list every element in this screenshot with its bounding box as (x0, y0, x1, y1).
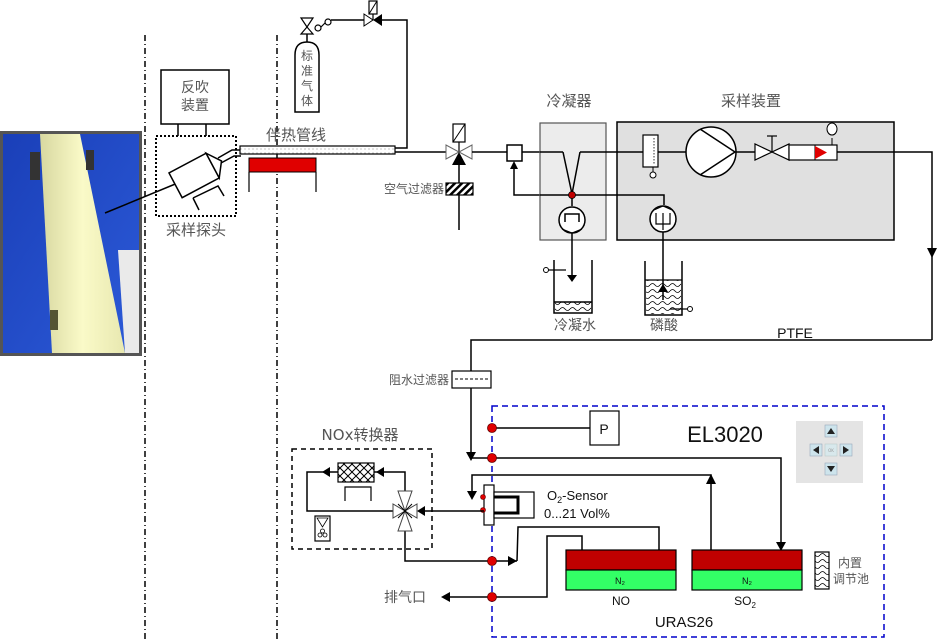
no-label: NO (612, 594, 630, 608)
three-way-valve (445, 123, 507, 230)
water-filter: 阻水过滤器 (389, 370, 492, 389)
flowmeter-icon (642, 134, 659, 168)
condenser-label: 冷凝器 (546, 92, 591, 110)
acid-beaker: 磷酸 (644, 232, 693, 334)
air-filter: 空气过滤器 (384, 181, 474, 196)
condensate-label: 冷凝水 (554, 318, 596, 334)
nox-converter: NOx转换器 (291, 426, 433, 550)
keypad-ok-label: OK (828, 448, 834, 453)
ptfe-line (470, 339, 932, 454)
catalyst-icon (337, 462, 375, 483)
builtin-cell-icon (814, 551, 830, 590)
sampling-probe: 采样探头 (155, 135, 241, 239)
no-cell: N₂ NO (565, 549, 677, 608)
el3020-title: EL3020 (687, 422, 763, 447)
flow-sensor-icon (788, 144, 838, 161)
keypad-ok-button[interactable] (824, 443, 838, 457)
heated-line-label: 伴热管线 (266, 126, 326, 144)
phosphoric-acid-label: 磷酸 (650, 318, 678, 334)
chimney-photo (0, 131, 142, 356)
arrow-up-icon (827, 428, 835, 434)
backflush-label-2: 装置 (181, 98, 209, 114)
std-gas-char-4: 体 (301, 94, 313, 108)
ozone-generator-icon (314, 515, 331, 542)
arrow-down-icon (827, 466, 835, 472)
air-filter-label: 空气过滤器 (384, 181, 444, 196)
needle-valve-icon (754, 143, 774, 161)
heated-line: 伴热管线 (239, 126, 396, 192)
uras26-label: URAS26 (655, 614, 713, 631)
std-gas-char-1: 标 (301, 49, 313, 63)
backflush-label-1: 反吹 (181, 80, 209, 96)
o2-sensor (483, 484, 495, 526)
std-gas-char-2: 准 (301, 64, 313, 78)
so2-cell: N₂ SO2 (691, 549, 803, 610)
nox-converter-label: NOx转换器 (322, 426, 399, 444)
ptfe-label: PTFE (777, 325, 813, 341)
sample-pump-icon (685, 126, 737, 178)
calibration-solenoid-valve (363, 0, 408, 149)
sampling-unit: 采样装置 (616, 92, 937, 340)
backflush-unit: 反吹 装置 (160, 69, 230, 136)
arrow-left-icon (813, 446, 819, 454)
n2-label-no: N₂ (615, 576, 625, 586)
junction-block (506, 144, 540, 196)
condensate-beaker: 冷凝水 (543, 260, 596, 334)
probe-label: 采样探头 (166, 221, 226, 239)
water-filter-label: 阻水过滤器 (389, 373, 449, 387)
sampling-unit-label: 采样装置 (721, 92, 781, 110)
el3020-analyzer: EL3020 P O2-Sensor 0...21 Vol% (404, 405, 885, 638)
n2-label-so2: N₂ (742, 576, 752, 586)
pressure-sensor (589, 410, 620, 446)
std-gas-char-3: 气 (301, 78, 313, 93)
keypad: OK (796, 421, 863, 483)
condenser: 冷凝器 (539, 92, 617, 282)
pressure-label: P (599, 421, 608, 437)
builtin-cell-label-2: 调节池 (833, 572, 869, 586)
exhaust-label: 排气口 (384, 590, 426, 606)
cylinder-valve-icon (299, 17, 315, 29)
arrow-right-icon (843, 446, 849, 454)
builtin-cell-label-1: 内置 (838, 556, 862, 570)
o2-sensor-label: O2-Sensor (547, 488, 608, 505)
standard-gas-cylinder: 标 准 气 体 (294, 17, 364, 113)
o2-range-label: 0...21 Vol% (544, 506, 610, 521)
so2-label: SO2 (734, 594, 756, 610)
